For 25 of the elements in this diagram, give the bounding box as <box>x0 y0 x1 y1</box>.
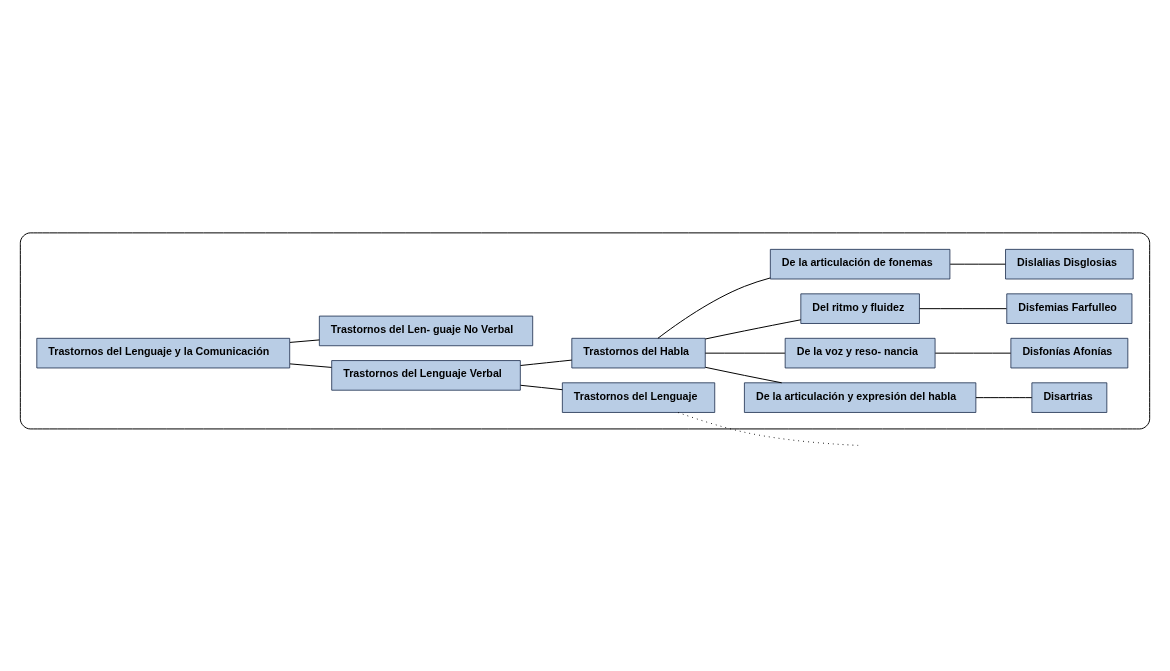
connector <box>949 263 1006 265</box>
node-box: Dislalias Disglosias <box>1005 248 1134 279</box>
connector <box>520 384 563 390</box>
node-box: Disfemias Farfulleo <box>1006 292 1133 324</box>
connector <box>919 307 1007 309</box>
node-box: Trastornos del Lenguaje y la Comunicación <box>36 337 291 368</box>
cluster <box>19 231 1151 429</box>
connector <box>704 366 783 383</box>
connector <box>704 318 802 339</box>
node-box: De la articulación y expresión del habla <box>744 381 977 413</box>
node-box: Del ritmo y fluidez <box>800 292 920 324</box>
node-box: Trastornos del Lenguaje <box>561 381 716 413</box>
node-box: De la articulación de fonemas <box>769 248 951 279</box>
node-box: Disartrias <box>1031 381 1108 413</box>
connector <box>975 396 1033 398</box>
node-box: Trastornos del Len- guaje No Verbal <box>318 315 534 346</box>
node-box: De la voz y reso- nancia <box>784 337 936 368</box>
node-box: Trastornos del Lenguaje Verbal <box>331 359 521 391</box>
connector <box>704 352 786 354</box>
connector <box>289 338 320 343</box>
connector <box>289 362 332 368</box>
node-box: Disfonías Afonías <box>1010 337 1129 368</box>
connector <box>657 276 771 339</box>
connector <box>520 359 573 366</box>
node-box: Trastornos del Habla <box>571 337 706 368</box>
